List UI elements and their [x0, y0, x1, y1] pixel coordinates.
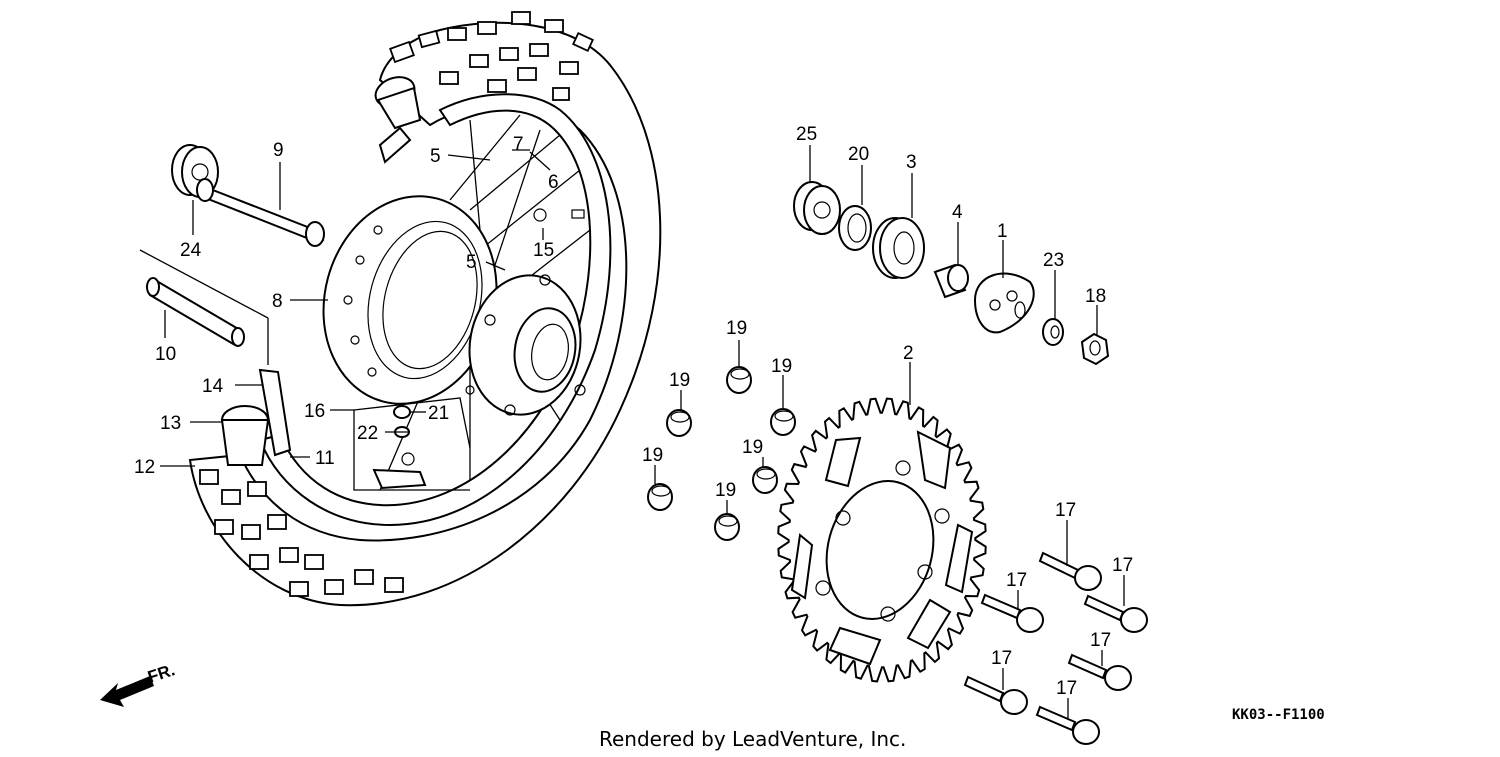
- callout-13: 13: [160, 413, 181, 434]
- nuts-19: [647, 366, 796, 541]
- flange-3: [872, 217, 925, 279]
- callout-4: 4: [952, 202, 963, 223]
- callout-19-f: 19: [715, 480, 736, 501]
- callout-17-a: 17: [1055, 500, 1076, 521]
- nut-18: [1080, 332, 1110, 366]
- callout-9: 9: [273, 140, 284, 161]
- callout-7: 7: [513, 134, 524, 155]
- callout-17-e: 17: [991, 648, 1012, 669]
- direction-label: FR.: [145, 660, 177, 687]
- callout-11: 11: [315, 448, 335, 469]
- callout-5-lower: 5: [466, 252, 477, 273]
- hub-holes: [343, 225, 475, 395]
- callout-25: 25: [796, 124, 817, 145]
- callout-19-b: 19: [669, 370, 690, 391]
- callout-17-f: 17: [1056, 678, 1077, 699]
- seal-20: [838, 205, 872, 251]
- callout-21: 21: [428, 403, 449, 424]
- collar-9: [196, 178, 325, 247]
- callout-10: 10: [155, 344, 176, 365]
- callout-12: 12: [134, 457, 155, 478]
- drawing-code: KK03--F1100: [1232, 707, 1325, 723]
- leader-lines: [160, 145, 1125, 718]
- tube-valve-top: [374, 76, 422, 164]
- callout-19-d: 19: [742, 437, 763, 458]
- bolts-17: [963, 551, 1148, 745]
- callout-14: 14: [202, 376, 224, 397]
- callout-17-c: 17: [1112, 555, 1133, 576]
- callout-19-a: 19: [726, 318, 747, 339]
- callout-23: 23: [1043, 250, 1064, 271]
- tire: [188, 21, 662, 607]
- bearing-25: [793, 181, 841, 235]
- callout-22: 22: [357, 423, 378, 444]
- sprocket-windows: [790, 430, 974, 666]
- callout-19-c: 19: [771, 356, 792, 377]
- spacer-10: [146, 277, 245, 347]
- adjuster-plate-1: [973, 272, 1035, 334]
- callout-17-b: 17: [1006, 570, 1027, 591]
- callout-18: 18: [1085, 286, 1106, 307]
- rear-wheel-assembly: [188, 11, 662, 607]
- sprocket-bolt-holes: [815, 460, 950, 622]
- callout-20: 20: [848, 144, 869, 165]
- collar-4: [933, 263, 969, 299]
- callout-24: 24: [180, 240, 202, 261]
- front-direction-arrow: FR.: [100, 660, 177, 707]
- callout-3: 3: [906, 152, 917, 173]
- sprocket-2: [777, 397, 987, 683]
- arrow-left-icon: [100, 676, 154, 707]
- callout-17-d: 17: [1090, 630, 1111, 651]
- credit-text: Rendered by LeadVenture, Inc.: [599, 727, 906, 751]
- callout-labels: 9 24 10 8 14 13 12 11 16 21 22 5 7 6 15 …: [134, 124, 1133, 699]
- tread-top: [389, 11, 594, 101]
- washer-23: [1042, 318, 1064, 346]
- callout-19-e: 19: [642, 445, 663, 466]
- callout-6: 6: [548, 172, 559, 193]
- tube-valve-bottom: [220, 368, 292, 466]
- callout-16: 16: [304, 401, 325, 422]
- tread-bottom: [199, 469, 404, 597]
- callout-1: 1: [997, 221, 1008, 242]
- callout-5-upper: 5: [430, 146, 441, 167]
- callout-8: 8: [272, 291, 283, 312]
- callout-2: 2: [903, 343, 914, 364]
- callout-15: 15: [533, 240, 554, 261]
